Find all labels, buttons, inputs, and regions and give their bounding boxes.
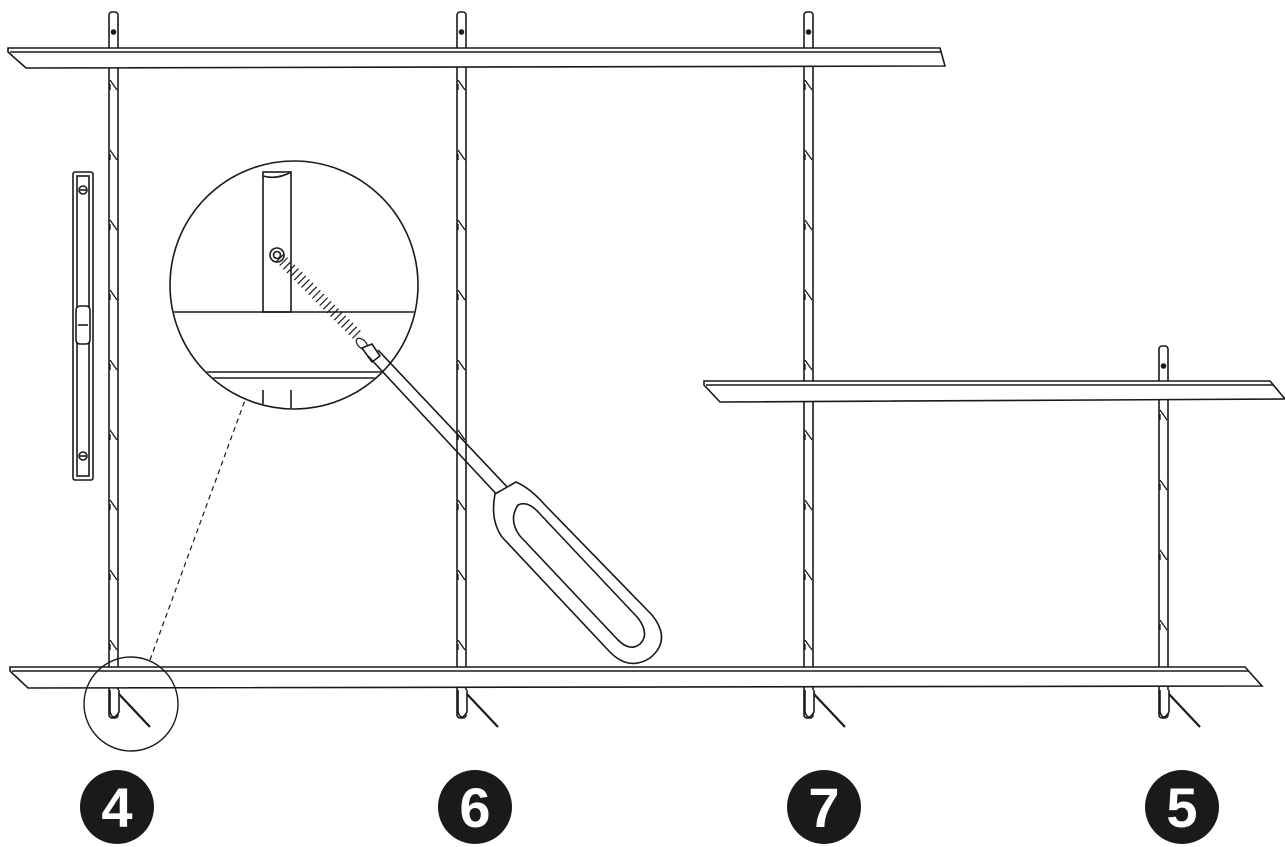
magnifier-detail-icon [169, 160, 419, 410]
step-badge-4: 4 [80, 770, 154, 844]
rail-slot [804, 569, 813, 581]
rail-slot [1159, 549, 1168, 561]
shelf-top [7, 47, 947, 69]
rail-slot [804, 639, 813, 651]
detail-callout-small [83, 656, 179, 752]
thread-turn [315, 293, 325, 303]
step-badge-6: 6 [438, 770, 512, 844]
rail-slot [109, 79, 118, 91]
wall-rail-right [1158, 345, 1169, 719]
rail-slot [457, 639, 466, 651]
step-number-5: 5 [1166, 776, 1197, 839]
rail-slots [109, 79, 1168, 651]
thread-turn [311, 289, 321, 299]
step-number-7: 7 [808, 776, 839, 839]
thread-turn [319, 297, 329, 307]
thread-turn [297, 275, 307, 285]
thread-turn [293, 271, 303, 281]
rail-slot [457, 359, 466, 371]
thread-turn [308, 286, 318, 296]
rail-slot [1159, 409, 1168, 421]
rail-slot [457, 289, 466, 301]
rail-slot [109, 149, 118, 161]
rail-slot [804, 219, 813, 231]
rail-slot [109, 429, 118, 441]
rail-slot [109, 219, 118, 231]
shelf-right-middle [703, 380, 1285, 403]
rail-slot [457, 569, 466, 581]
thread-turn [282, 260, 292, 270]
thread-turn [341, 319, 350, 328]
thread-turn [348, 326, 358, 336]
step-number-4: 4 [101, 776, 132, 839]
screwdriver-icon [360, 343, 663, 665]
rail-slot [109, 639, 118, 651]
rail-slot [109, 289, 118, 301]
thread-turn [304, 282, 314, 292]
bracket-hooks [109, 690, 1170, 718]
rail-slot [804, 79, 813, 91]
thread-turn [337, 315, 347, 325]
rail-slot [109, 499, 118, 511]
step-badges: 4 6 7 5 [80, 770, 1219, 844]
thread-turn [290, 268, 299, 277]
rail-slot [804, 499, 813, 511]
rail-slot [457, 219, 466, 231]
thread-turn [330, 308, 339, 317]
thread-turn [301, 279, 310, 288]
thread-turn [322, 300, 332, 310]
rail-slot [457, 149, 466, 161]
step-badge-7: 7 [787, 770, 861, 844]
screw-icon [116, 691, 1201, 728]
thread-turn [344, 322, 354, 332]
thread-turn [279, 257, 289, 267]
step-number-6: 6 [459, 776, 490, 839]
rail-slot [1159, 479, 1168, 491]
rail-slot [457, 499, 466, 511]
rail-slot [804, 289, 813, 301]
rail-slot [804, 429, 813, 441]
rail-slot [804, 359, 813, 371]
thread-turn [351, 329, 361, 339]
detail-callout-leader [149, 391, 249, 661]
thread-turn [333, 311, 343, 321]
rail-slot [1159, 619, 1168, 631]
screw-thread [275, 253, 369, 351]
thread-turn [326, 304, 336, 314]
thread-turn [286, 264, 296, 274]
thread-turn [275, 253, 285, 263]
spirit-level-icon [72, 171, 94, 481]
rail-slot [804, 149, 813, 161]
rail-slot [109, 359, 118, 371]
rail-slot [457, 79, 466, 91]
rail-slot [109, 569, 118, 581]
step-badge-5: 5 [1145, 770, 1219, 844]
shelf-bottom [9, 666, 1264, 689]
